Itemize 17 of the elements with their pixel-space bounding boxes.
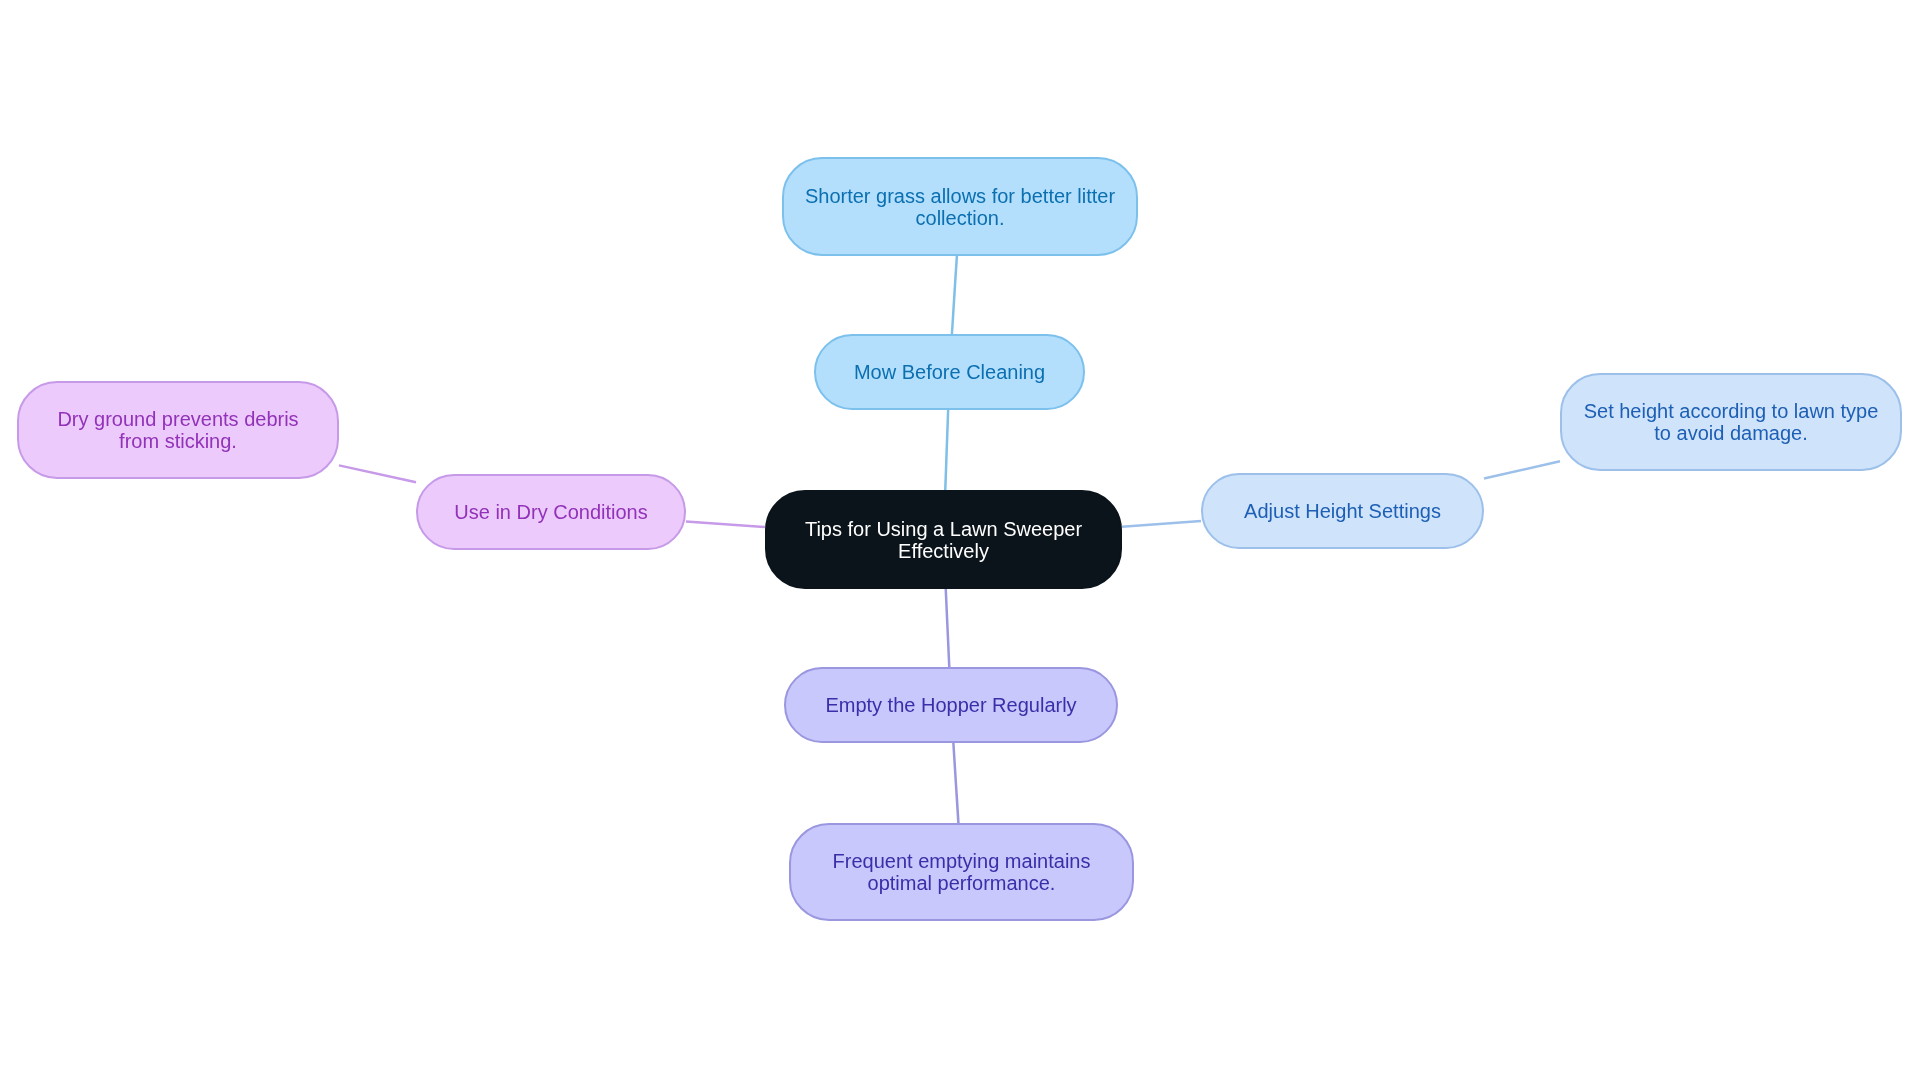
- central-topic-box: Tips for Using a Lawn Sweeper Effectively: [765, 490, 1122, 589]
- connector-line: [944, 588, 951, 668]
- connector-line: [1121, 519, 1202, 528]
- topic-box: Use in Dry Conditions: [416, 474, 686, 550]
- connector-line: [950, 255, 959, 335]
- topic-box: Set height according to lawn type to avoid damage.: [1560, 373, 1902, 471]
- connector-line: [338, 464, 417, 484]
- topic-box: Empty the Hopper Regularly: [784, 667, 1118, 743]
- topic-box: Frequent emptying maintains optimal performance.: [789, 823, 1134, 921]
- connector-line: [944, 409, 950, 491]
- connector-line: [952, 742, 960, 824]
- connector-line: [685, 520, 766, 529]
- topic-box: Shorter grass allows for better litter collection.: [782, 157, 1138, 256]
- topic-box: Mow Before Cleaning: [814, 334, 1085, 410]
- topic-box: Adjust Height Settings: [1201, 473, 1484, 549]
- connector-line: [1483, 459, 1561, 480]
- topic-box: Dry ground prevents debris from sticking.: [17, 381, 339, 479]
